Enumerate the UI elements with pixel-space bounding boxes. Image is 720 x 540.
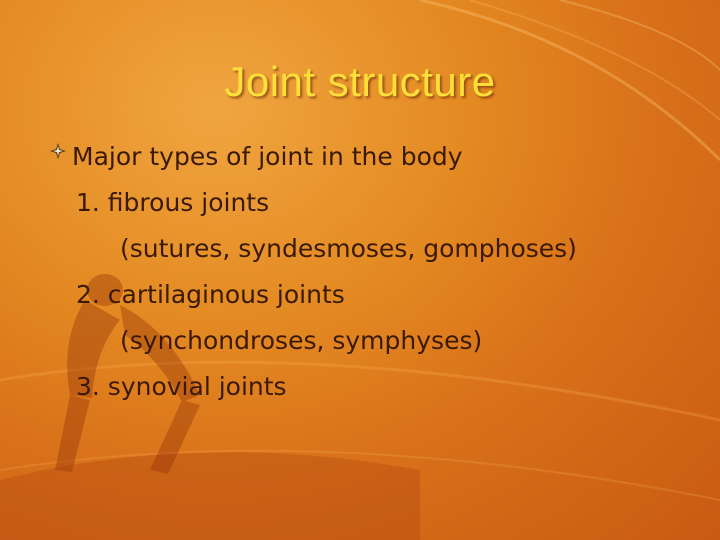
list-item-fibrous-examples: (sutures, syndesmoses, gomphoses)	[120, 234, 577, 263]
diamond-star-bullet-icon	[50, 143, 66, 159]
list-item-cartilaginous: 2. cartilaginous joints	[76, 280, 345, 309]
slide-title: Joint structure	[224, 58, 496, 105]
runner-silhouette	[55, 274, 200, 474]
bullet-text: Major types of joint in the body	[72, 142, 463, 171]
list-item-fibrous: 1. fibrous joints	[76, 188, 270, 217]
bullet-item: Major types of joint in the body	[50, 134, 710, 180]
slide-body: Major types of joint in the body 1. fibr…	[50, 134, 710, 410]
list-item-synovial: 3. synovial joints	[76, 372, 287, 401]
list-item-cartilaginous-examples: (synchondroses, symphyses)	[120, 326, 483, 355]
